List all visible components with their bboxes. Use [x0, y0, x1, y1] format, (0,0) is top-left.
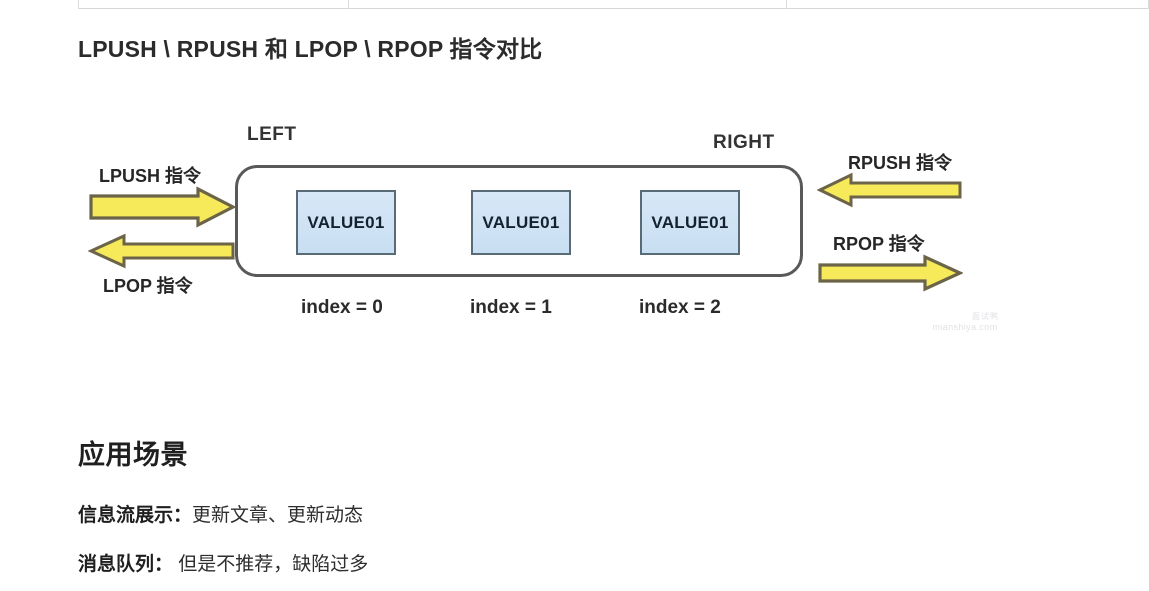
lpush-arrow-icon: [89, 186, 236, 228]
rpop-arrow-label: RPOP 指令: [833, 234, 925, 254]
index-label: index = 0: [301, 297, 383, 318]
section-heading: 应用场景: [78, 440, 188, 470]
top-rule-tick: [348, 0, 349, 9]
value-box: VALUE01: [296, 190, 396, 255]
index-label: index = 2: [639, 297, 721, 318]
watermark-url: mianshiya.com: [932, 322, 998, 332]
body-line-rest: 但是不推荐，缺陷过多: [173, 554, 369, 575]
lpop-arrow-icon: [88, 233, 235, 269]
top-rule-tick: [786, 0, 787, 9]
index-label: index = 1: [470, 297, 552, 318]
body-line-queue: 消息队列： 但是不推荐，缺陷过多: [78, 549, 368, 576]
body-line-lead: 信息流展示：: [78, 505, 193, 526]
lpop-arrow-label: LPOP 指令: [103, 276, 193, 296]
rpush-arrow-label: RPUSH 指令: [848, 153, 953, 173]
body-line-feed: 信息流展示：更新文章、更新动态: [78, 500, 363, 527]
top-rule-tick: [78, 0, 79, 9]
rpush-arrow-icon: [817, 172, 962, 208]
left-end-label: LEFT: [247, 124, 297, 145]
value-box: VALUE01: [471, 190, 571, 255]
page-title: LPUSH \ RPUSH 和 LPOP \ RPOP 指令对比: [78, 36, 543, 62]
right-end-label: RIGHT: [713, 132, 775, 153]
top-rule-line: [78, 8, 1149, 9]
redis-list-diagram: LEFT RIGHT VALUE01 VALUE01 VALUE01 index…: [88, 124, 1005, 333]
lpush-arrow-label: LPUSH 指令: [99, 166, 202, 186]
value-box: VALUE01: [640, 190, 740, 255]
watermark: 面试鸭 mianshiya.com: [925, 311, 1005, 333]
body-line-rest: 更新文章、更新动态: [192, 505, 364, 526]
body-line-lead: 消息队列：: [78, 554, 174, 575]
rpop-arrow-icon: [818, 254, 963, 292]
watermark-cn: 面试鸭: [972, 312, 999, 321]
